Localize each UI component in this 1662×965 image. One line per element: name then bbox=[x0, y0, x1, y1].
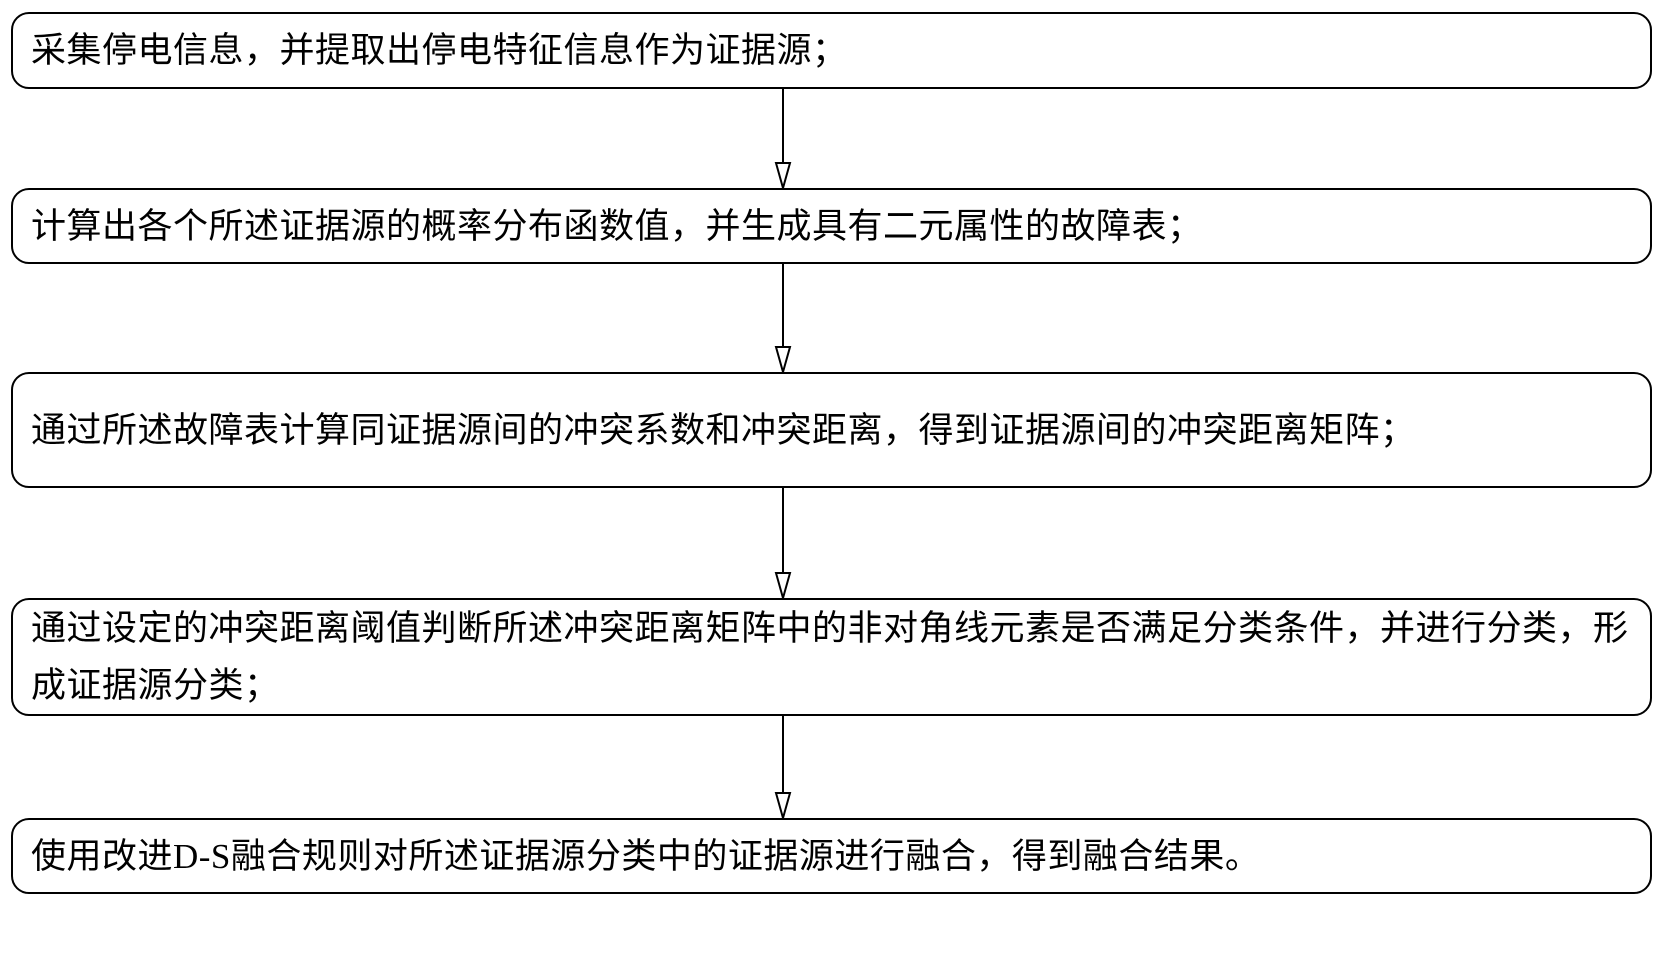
flowchart-node-step-3[interactable]: 通过所述故障表计算同证据源间的冲突系数和冲突距离，得到证据源间的冲突距离矩阵； bbox=[11, 372, 1652, 488]
flowchart-node-label: 通过所述故障表计算同证据源间的冲突系数和冲突距离，得到证据源间的冲突距离矩阵； bbox=[31, 410, 1416, 450]
flowchart-node-step-2[interactable]: 计算出各个所述证据源的概率分布函数值，并生成具有二元属性的故障表； bbox=[11, 188, 1652, 264]
flowchart-node-step-5[interactable]: 使用改进D-S融合规则对所述证据源分类中的证据源进行融合，得到融合结果。 bbox=[11, 818, 1652, 894]
flowchart-node-label: 采集停电信息，并提取出停电特征信息作为证据源； bbox=[31, 31, 848, 70]
flowchart-node-label: 计算出各个所述证据源的概率分布函数值，并生成具有二元属性的故障表； bbox=[31, 206, 1203, 246]
flowchart-node-label: 使用改进D-S融合规则对所述证据源分类中的证据源进行融合，得到融合结果。 bbox=[31, 836, 1261, 876]
arrow-down-icon bbox=[774, 264, 792, 372]
flowchart-node-step-1[interactable]: 采集停电信息，并提取出停电特征信息作为证据源； bbox=[11, 12, 1652, 89]
arrow-down-icon bbox=[774, 89, 792, 188]
arrow-down-icon bbox=[774, 488, 792, 598]
flowchart-node-step-4[interactable]: 通过设定的冲突距离阈值判断所述冲突距离矩阵中的非对角线元素是否满足分类条件，并进… bbox=[11, 598, 1652, 716]
flowchart-arrow-4-5 bbox=[762, 716, 804, 818]
flowchart-arrow-1-2 bbox=[762, 89, 804, 188]
flowchart-node-label: 通过设定的冲突距离阈值判断所述冲突距离矩阵中的非对角线元素是否满足分类条件，并进… bbox=[31, 609, 1629, 705]
flowchart-arrow-2-3 bbox=[762, 264, 804, 372]
arrow-down-icon bbox=[774, 716, 792, 818]
flowchart-arrow-3-4 bbox=[762, 488, 804, 598]
